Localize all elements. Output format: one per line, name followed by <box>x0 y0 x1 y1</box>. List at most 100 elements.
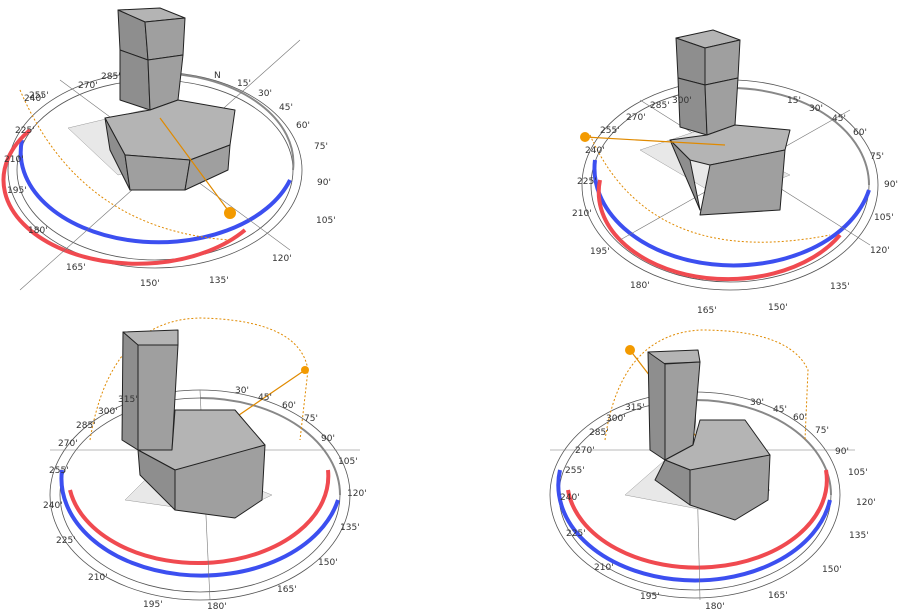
label-270: 270' <box>78 81 98 91</box>
label-90: 90' <box>321 434 335 444</box>
compass-labels: 30' 45' 60' 75' 90' 105' 120' 135' 150' … <box>560 398 876 612</box>
north-arc <box>154 71 295 171</box>
building-model <box>669 29 791 216</box>
label-195: 195' <box>7 186 27 196</box>
label-150: 150' <box>768 303 788 313</box>
label-150: 150' <box>822 565 842 575</box>
label-45: 45' <box>773 405 787 415</box>
building-model <box>121 329 266 519</box>
blue-band <box>59 469 340 578</box>
sun-path <box>19 89 231 241</box>
label-285: 285' <box>650 101 670 111</box>
red-band <box>1 128 247 266</box>
label-150: 150' <box>318 558 338 568</box>
label-105: 105' <box>848 468 868 478</box>
label-135: 135' <box>340 523 360 533</box>
label-135: 135' <box>209 276 229 286</box>
label-270: 270' <box>575 446 595 456</box>
label-105: 105' <box>316 216 336 226</box>
label-210: 210' <box>88 573 108 583</box>
label-270: 270' <box>626 113 646 123</box>
view-top-right: 15' 30' 45' 60' 75' 90' 105' 120' 135' 1… <box>572 29 898 316</box>
sun-dot-icon <box>224 207 236 219</box>
label-90: 90' <box>317 178 331 188</box>
north-arc <box>729 87 870 186</box>
view-bottom-left: 30' 45' 60' 75' 90' 105' 120' 135' 150' … <box>43 317 367 612</box>
label-240: 240' <box>24 94 44 104</box>
building-model <box>647 349 771 521</box>
label-60: 60' <box>282 401 296 411</box>
label-285: 285' <box>101 72 121 82</box>
label-255: 255' <box>600 126 620 136</box>
label-165: 165' <box>66 263 86 273</box>
label-180: 180' <box>630 281 650 291</box>
label-180: 180' <box>705 602 725 612</box>
label-165: 165' <box>277 585 297 595</box>
label-255: 255' <box>49 466 69 476</box>
label-270: 270' <box>58 439 78 449</box>
label-210: 210' <box>4 155 24 165</box>
label-225: 225' <box>56 536 76 546</box>
label-15: 15' <box>787 96 801 106</box>
label-255: 255' <box>29 91 49 101</box>
label-30: 30' <box>258 89 272 99</box>
blue-band <box>556 469 832 583</box>
sun-path <box>584 134 831 243</box>
label-60: 60' <box>793 413 807 423</box>
red-band <box>566 469 829 570</box>
label-105: 105' <box>874 213 894 223</box>
label-75: 75' <box>304 414 318 424</box>
label-75: 75' <box>815 426 829 436</box>
label-315: 315' <box>625 403 645 413</box>
label-195: 195' <box>590 247 610 257</box>
label-180: 180' <box>207 602 227 612</box>
label-210: 210' <box>594 563 614 573</box>
label-30: 30' <box>750 398 764 408</box>
sun-dot-icon <box>301 366 309 374</box>
view-bottom-right: 30' 45' 60' 75' 90' 105' 120' 135' 150' … <box>549 329 876 612</box>
label-195: 195' <box>640 592 660 602</box>
label-75: 75' <box>870 152 884 162</box>
label-300: 300' <box>606 414 626 424</box>
north-arc <box>199 397 341 496</box>
label-225: 225' <box>566 529 586 539</box>
label-300: 300' <box>672 96 692 106</box>
label-225: 225' <box>15 126 35 136</box>
label-240: 240' <box>43 501 63 511</box>
label-90: 90' <box>835 447 849 457</box>
label-240: 240' <box>560 493 580 503</box>
compass-labels: 30' 45' 60' 75' 90' 105' 120' 135' 150' … <box>43 386 367 612</box>
label-n: N <box>214 71 221 81</box>
red-band <box>596 179 842 282</box>
label-180: 180' <box>28 226 48 236</box>
label-195: 195' <box>143 600 163 610</box>
blue-band <box>592 159 871 268</box>
label-150: 150' <box>140 279 160 289</box>
label-90: 90' <box>884 180 898 190</box>
label-135: 135' <box>849 531 869 541</box>
label-120: 120' <box>272 254 292 264</box>
label-285: 285' <box>589 428 609 438</box>
label-75: 75' <box>314 142 328 152</box>
label-60: 60' <box>296 121 310 131</box>
label-285: 285' <box>76 421 96 431</box>
label-240: 240' <box>585 146 605 156</box>
label-210: 210' <box>572 209 592 219</box>
label-60: 60' <box>853 128 867 138</box>
label-315: 315' <box>118 395 138 405</box>
label-45: 45' <box>279 103 293 113</box>
sun-dot-icon <box>625 345 635 355</box>
label-45: 45' <box>832 114 846 124</box>
label-30: 30' <box>235 386 249 396</box>
label-120: 120' <box>870 246 890 256</box>
label-120: 120' <box>347 489 367 499</box>
compass-labels: 15' 30' 45' 60' 75' 90' 105' 120' 135' 1… <box>572 96 898 316</box>
label-105: 105' <box>338 457 358 467</box>
label-225: 225' <box>577 177 597 187</box>
label-15: 15' <box>237 79 251 89</box>
label-45: 45' <box>258 393 272 403</box>
label-135: 135' <box>830 282 850 292</box>
label-300: 300' <box>98 407 118 417</box>
label-30: 30' <box>809 104 823 114</box>
